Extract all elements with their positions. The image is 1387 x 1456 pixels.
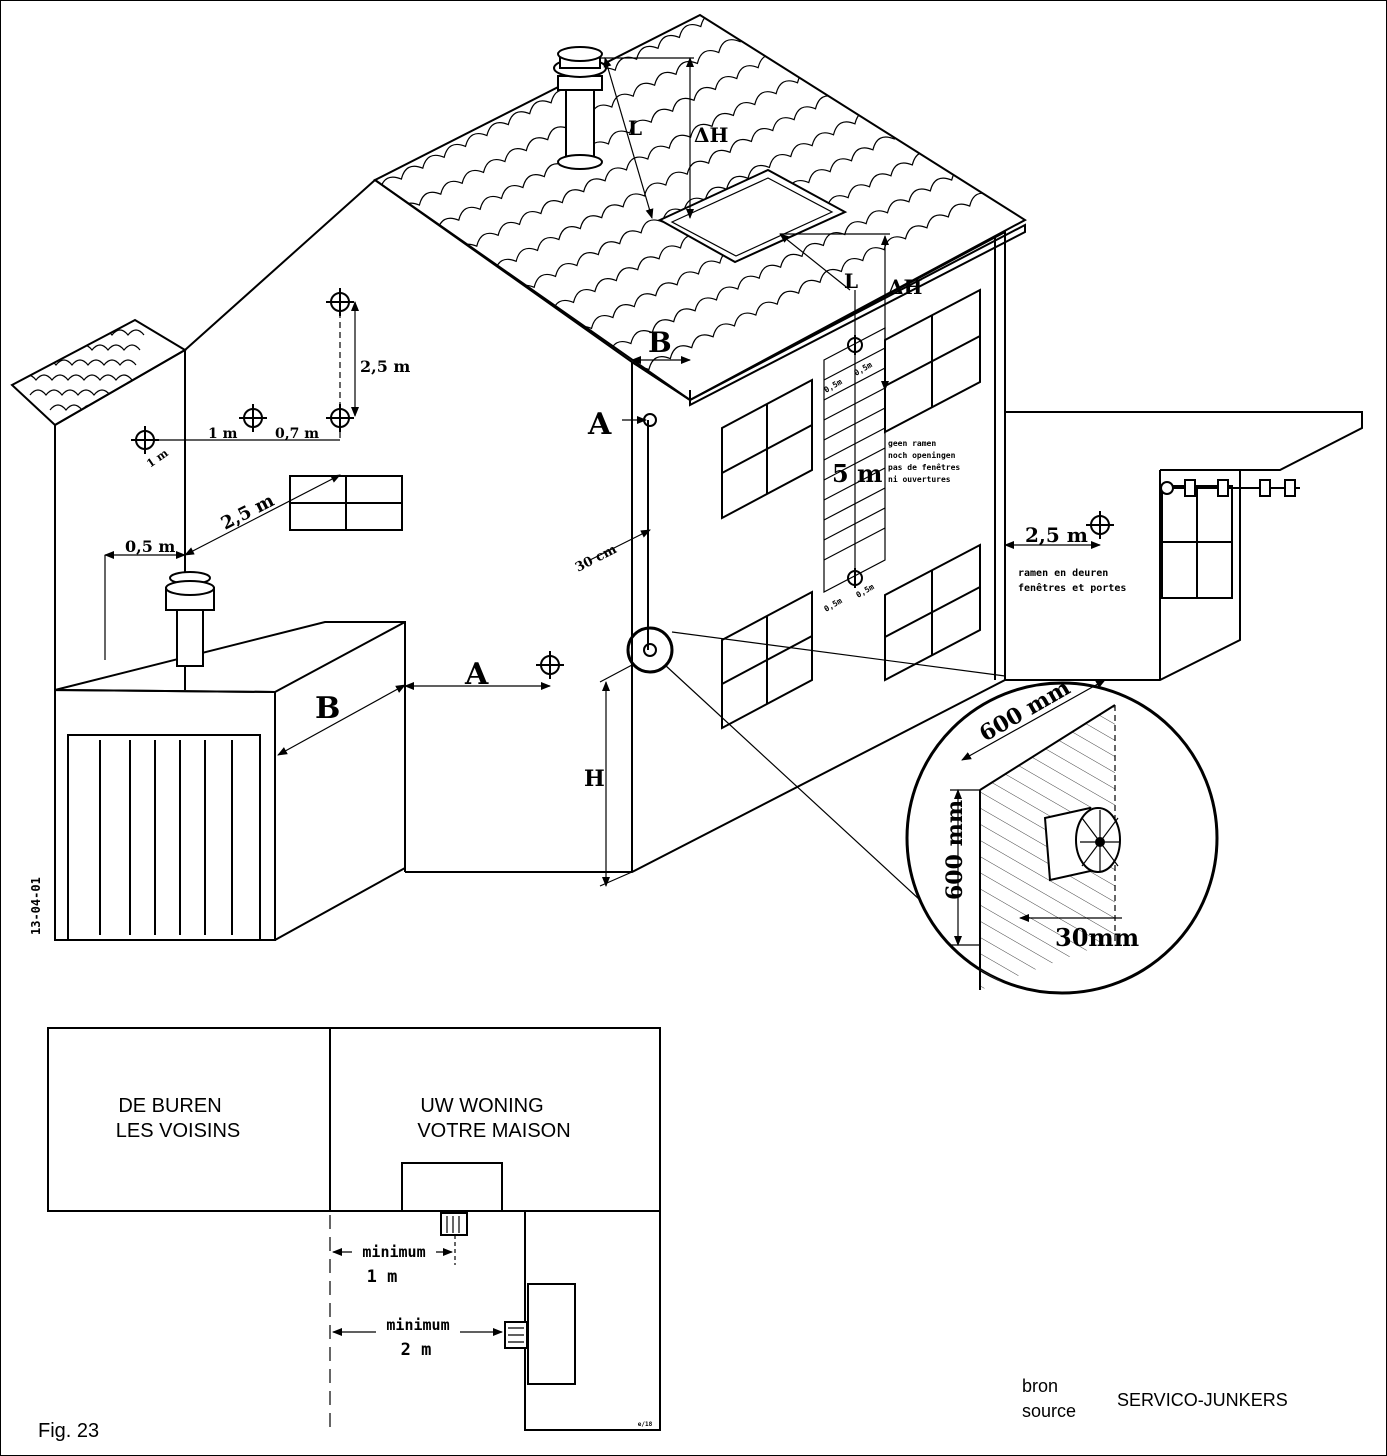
label-30cm: 30 cm (573, 542, 619, 576)
target-symbols (131, 288, 1114, 679)
target-icon-6 (1086, 511, 1114, 539)
label-dH-wall: ΔH (888, 275, 922, 299)
svg-text:ramen en deuren: ramen en deuren (1018, 568, 1108, 579)
label-5m: 5 m (832, 459, 882, 488)
target-icon-1 (326, 288, 354, 316)
target-icon-2 (326, 404, 354, 432)
garage-door-lines (99, 740, 233, 935)
garage (54, 571, 406, 941)
garage-flue-terminal (165, 571, 215, 667)
plan-min2-word: minimum (386, 1316, 449, 1334)
svg-text:pas de fenêtres: pas de fenêtres (888, 462, 960, 472)
plan-house-line1: UW WONING (420, 1095, 543, 1117)
figure-caption: Fig. 23 (38, 1420, 100, 1442)
label-B-top: B (648, 326, 672, 359)
plan-neighbours-line2: LES VOISINS (116, 1120, 241, 1142)
target-icon-8 (847, 335, 863, 355)
label-05m: 0,5 m (125, 537, 175, 556)
label-600mm-top: 600 mm (975, 675, 1075, 748)
plan-corner-mark: e/18 (638, 1421, 653, 1428)
roof-flue-terminal (553, 46, 607, 170)
front-facade (626, 230, 1006, 730)
plan-min1-word: minimum (362, 1243, 425, 1261)
floor-plan: DE BUREN LES VOISINS UW WONING VOTRE MAI… (47, 1027, 661, 1431)
label-B-garage: B (315, 691, 340, 726)
svg-text:noch openingen: noch openingen (888, 450, 956, 460)
plan-house-line2: VOTRE MAISON (417, 1120, 570, 1142)
label-05m-c: 0,5m (823, 596, 844, 614)
facade-window-2 (884, 288, 981, 434)
label-A-mid: A (464, 657, 489, 692)
svg-text:ni ouvertures: ni ouvertures (888, 474, 951, 484)
svg-text:geen ramen: geen ramen (888, 439, 936, 448)
label-30mm: 30mm (1055, 923, 1139, 952)
target-icon-4 (131, 426, 159, 454)
annex-right (1005, 411, 1363, 681)
wall-terminal-icon (1043, 806, 1121, 882)
facade-window-3 (884, 543, 981, 682)
label-dH-roof: ΔH (694, 123, 728, 147)
label-05m-a: 0,5m (823, 377, 844, 395)
label-L-roof: L (628, 116, 642, 140)
facade-window-4 (721, 590, 813, 730)
target-icon-3 (239, 404, 267, 432)
date-stamp: 13-04-01 (29, 877, 43, 935)
target-icon-5 (536, 651, 564, 679)
annex-window (1161, 485, 1233, 599)
roof-window (657, 168, 848, 264)
source-label-nl: bron (1022, 1376, 1059, 1396)
dimension-labels: L ΔH L ΔH B A A B H 1 m 1 m 0,7 m 2,5 m … (29, 116, 1139, 952)
source-label-fr: source (1022, 1401, 1077, 1421)
plan-terminal-side (504, 1321, 528, 1349)
label-600mm-side: 600 mm (942, 800, 968, 900)
windows-doors-note: ramen en deuren fenêtres et portes (1018, 568, 1126, 594)
neighbour-house-left (10, 318, 187, 690)
dimension-lines (104, 57, 1101, 887)
plan-min2-value: 2 m (401, 1340, 432, 1360)
label-1m: 1 m (208, 426, 238, 442)
label-L-wall: L (844, 269, 858, 293)
facade-window-1 (721, 378, 813, 520)
label-25m-vertical: 2,5 m (360, 357, 410, 376)
svg-text:fenêtres et portes: fenêtres et portes (1018, 582, 1126, 594)
plan-terminal-top (440, 1212, 468, 1236)
no-openings-note: geen ramen noch openingen pas de fenêtre… (888, 439, 960, 484)
detail-magnifier (664, 631, 1219, 995)
plan-min1-value: 1 m (367, 1267, 398, 1287)
label-25m-diagonal: 2,5 m (218, 490, 278, 534)
plan-neighbours-line1: DE BUREN (118, 1095, 221, 1117)
label-A-top: A (587, 407, 612, 442)
target-icon-7 (847, 568, 863, 588)
label-25m-right: 2,5 m (1025, 523, 1088, 547)
annex-pipe (1160, 479, 1300, 497)
label-H: H (584, 766, 605, 792)
label-1m-small: 1 m (144, 446, 171, 470)
label-07m: 0,7 m (275, 426, 319, 442)
source-name: SERVICO-JUNKERS (1117, 1390, 1288, 1410)
gable-window (289, 475, 403, 531)
